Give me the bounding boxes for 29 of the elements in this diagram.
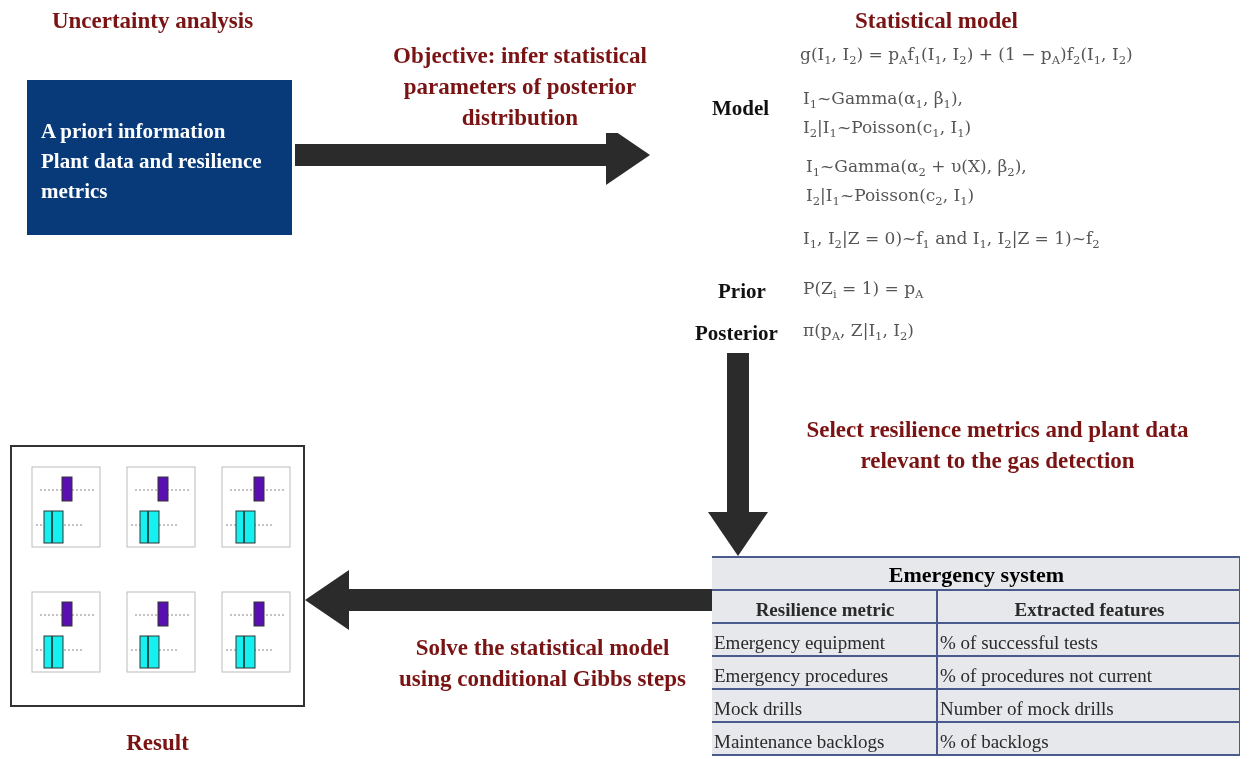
formula: I$_{1}$, I$_{2}$|Z = 0)~f$_{1}$ and I$_{1}$, I$_{2}$|Z = 1)~f$_{2}$ [803, 228, 1100, 252]
column-header: Extracted features [938, 591, 1239, 624]
formula: I$_{2}$|I$_{1}$~Poisson(c$_{1}$, I$_{1}$) [803, 117, 972, 141]
info-text: A priori information [41, 118, 227, 145]
table-cell: Maintenance backlogs [712, 723, 938, 756]
table-cell: Emergency procedures [712, 657, 938, 690]
table-cell: Mock drills [712, 690, 938, 723]
table-cell: % of procedures not current [938, 657, 1239, 690]
section-heading: Uncertainty analysis [50, 8, 255, 34]
formula: g(I$_{1}$, I$_{2}$) = p$_{A}$f$_{1}$(I$_{1}$, I$_{2}$) + (1 − p$_{A}$)f$_{2}$(I$_{1}$, I$_{2}$) [800, 44, 1133, 68]
term-label: Model [712, 96, 770, 121]
section-heading: Statistical model [855, 8, 1018, 34]
info-text: Plant data and resilience metrics [41, 148, 263, 205]
table-cell: Number of mock drills [938, 690, 1239, 723]
result-caption: Result [125, 730, 190, 756]
table-cell: Emergency equipment [712, 624, 938, 657]
term-label: Posterior [695, 321, 778, 346]
formula: P(Z$_{i}$ = 1) = p$_{A}$ [803, 278, 924, 302]
arrow [708, 353, 768, 556]
arrow [305, 570, 712, 630]
term-label: Prior [718, 279, 766, 304]
formula: I$_{2}$|I$_{1}$~Poisson(c$_{2}$, I$_{1}$) [806, 185, 975, 209]
formula: I$_{1}$~Gamma(α$_{2}$ + υ(X), β$_{2}$), [806, 156, 1027, 180]
formula: π(p$_{A}$, Z|I$_{1}$, I$_{2}$) [803, 320, 914, 344]
table-cell: % of backlogs [938, 723, 1239, 756]
table-title: Emergency system [712, 558, 1239, 591]
formula: I$_{1}$~Gamma(α$_{1}$, β$_{1}$), [803, 88, 963, 112]
table-cell: % of successful tests [938, 624, 1239, 657]
column-header: Resilience metric [712, 591, 938, 624]
